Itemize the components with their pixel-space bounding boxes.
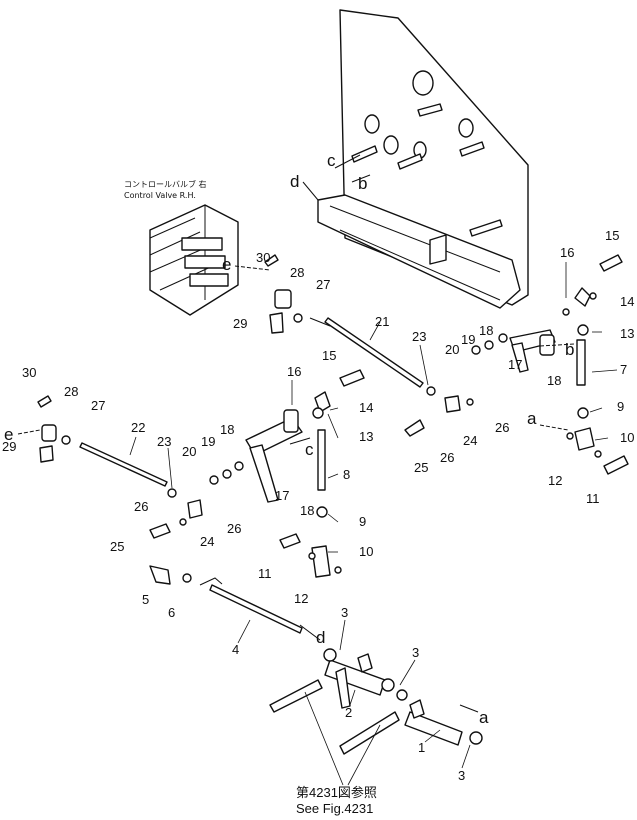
callout-15a: 15 (322, 348, 336, 363)
callout-11a: 11 (258, 566, 272, 581)
clevis-assembly-right (404, 254, 629, 475)
arrow-label-d-top: d (290, 172, 299, 191)
callout-18d: 18 (547, 373, 561, 388)
reference-jp: 第4231図参照 (296, 785, 377, 800)
callout-6: 6 (168, 605, 175, 620)
callouts: 1 2 3 3 3 4 5 6 7 8 9 9 10 10 11 11 12 1… (2, 228, 634, 783)
shaft-4 (199, 577, 303, 634)
arrow-label-c-top: c (327, 151, 336, 170)
callout-26b: 26 (227, 521, 241, 536)
callout-29a: 29 (2, 439, 16, 454)
valve-title-jp: コントロールバルブ 右 (124, 179, 207, 189)
callout-8: 8 (343, 467, 350, 482)
callout-4: 4 (232, 642, 239, 657)
bracket-plate (317, 9, 529, 309)
rod-22 (79, 442, 168, 487)
callout-20b: 20 (445, 342, 459, 357)
callout-27b: 27 (316, 277, 330, 292)
callout-10b: 10 (620, 430, 634, 445)
bolt-5 (149, 565, 192, 585)
callout-7: 7 (620, 362, 627, 377)
callout-19b: 19 (461, 332, 475, 347)
lever-assembly-middle (149, 369, 365, 578)
callout-23a: 23 (157, 434, 171, 449)
rod-21 (309, 317, 424, 388)
arrow-label-c-mid: c (305, 440, 314, 459)
callout-22: 22 (131, 420, 145, 435)
callout-19a: 19 (201, 434, 215, 449)
callout-13b: 13 (620, 326, 634, 341)
callout-30a: 30 (22, 365, 36, 380)
callout-17a: 17 (275, 488, 289, 503)
callout-20a: 20 (182, 444, 196, 459)
callout-18a: 18 (220, 422, 234, 437)
callout-14a: 14 (359, 400, 373, 415)
callout-12a: 12 (294, 591, 308, 606)
callout-12b: 12 (548, 473, 562, 488)
callout-24b: 24 (463, 433, 477, 448)
callout-14b: 14 (620, 294, 634, 309)
callout-23b: 23 (412, 329, 426, 344)
rods-fig4231 (269, 679, 400, 755)
callout-24a: 24 (200, 534, 214, 549)
callout-3c: 3 (458, 768, 465, 783)
direction-arrows (17, 154, 576, 713)
callout-30b: 30 (256, 250, 270, 265)
arrow-label-d-bottom: d (316, 628, 325, 647)
callout-16b: 16 (560, 245, 574, 260)
callout-29b: 29 (233, 316, 247, 331)
control-valve (149, 204, 239, 316)
lever-1 (404, 699, 483, 746)
callout-1: 1 (418, 740, 425, 755)
callout-leaders (129, 262, 618, 769)
callout-13a: 13 (359, 429, 373, 444)
arrow-label-a-right: a (527, 409, 537, 428)
callout-9b: 9 (617, 399, 624, 414)
callout-17b: 17 (508, 357, 522, 372)
callout-16a: 16 (287, 364, 301, 379)
reference-en: See Fig.4231 (296, 801, 373, 816)
callout-15b: 15 (605, 228, 619, 243)
arrow-label-b-right: b (565, 340, 574, 359)
callout-28a: 28 (64, 384, 78, 399)
callout-25b: 25 (414, 460, 428, 475)
arrow-label-e-left: e (4, 425, 13, 444)
callout-18c: 18 (479, 323, 493, 338)
callout-3a: 3 (341, 605, 348, 620)
callout-10a: 10 (359, 544, 373, 559)
arrow-label-b-top: b (358, 174, 367, 193)
valve-title-en: Control Valve R.H. (124, 191, 196, 200)
callout-3b: 3 (412, 645, 419, 660)
clevis-28 (264, 254, 303, 334)
reference-leaders (304, 691, 381, 786)
arrow-label-a-bottom: a (479, 708, 489, 727)
callout-25a: 25 (110, 539, 124, 554)
callout-2: 2 (345, 705, 352, 720)
callout-26c: 26 (440, 450, 454, 465)
callout-18b: 18 (300, 503, 314, 518)
callout-26a: 26 (134, 499, 148, 514)
clevis-left (37, 395, 71, 463)
lever-2 (323, 648, 408, 709)
callout-27a: 27 (91, 398, 105, 413)
callout-28b: 28 (290, 265, 304, 280)
callout-9a: 9 (359, 514, 366, 529)
arrow-label-e-top: e (222, 255, 231, 274)
callout-26d: 26 (495, 420, 509, 435)
callout-11b: 11 (586, 491, 600, 506)
callout-5: 5 (142, 592, 149, 607)
